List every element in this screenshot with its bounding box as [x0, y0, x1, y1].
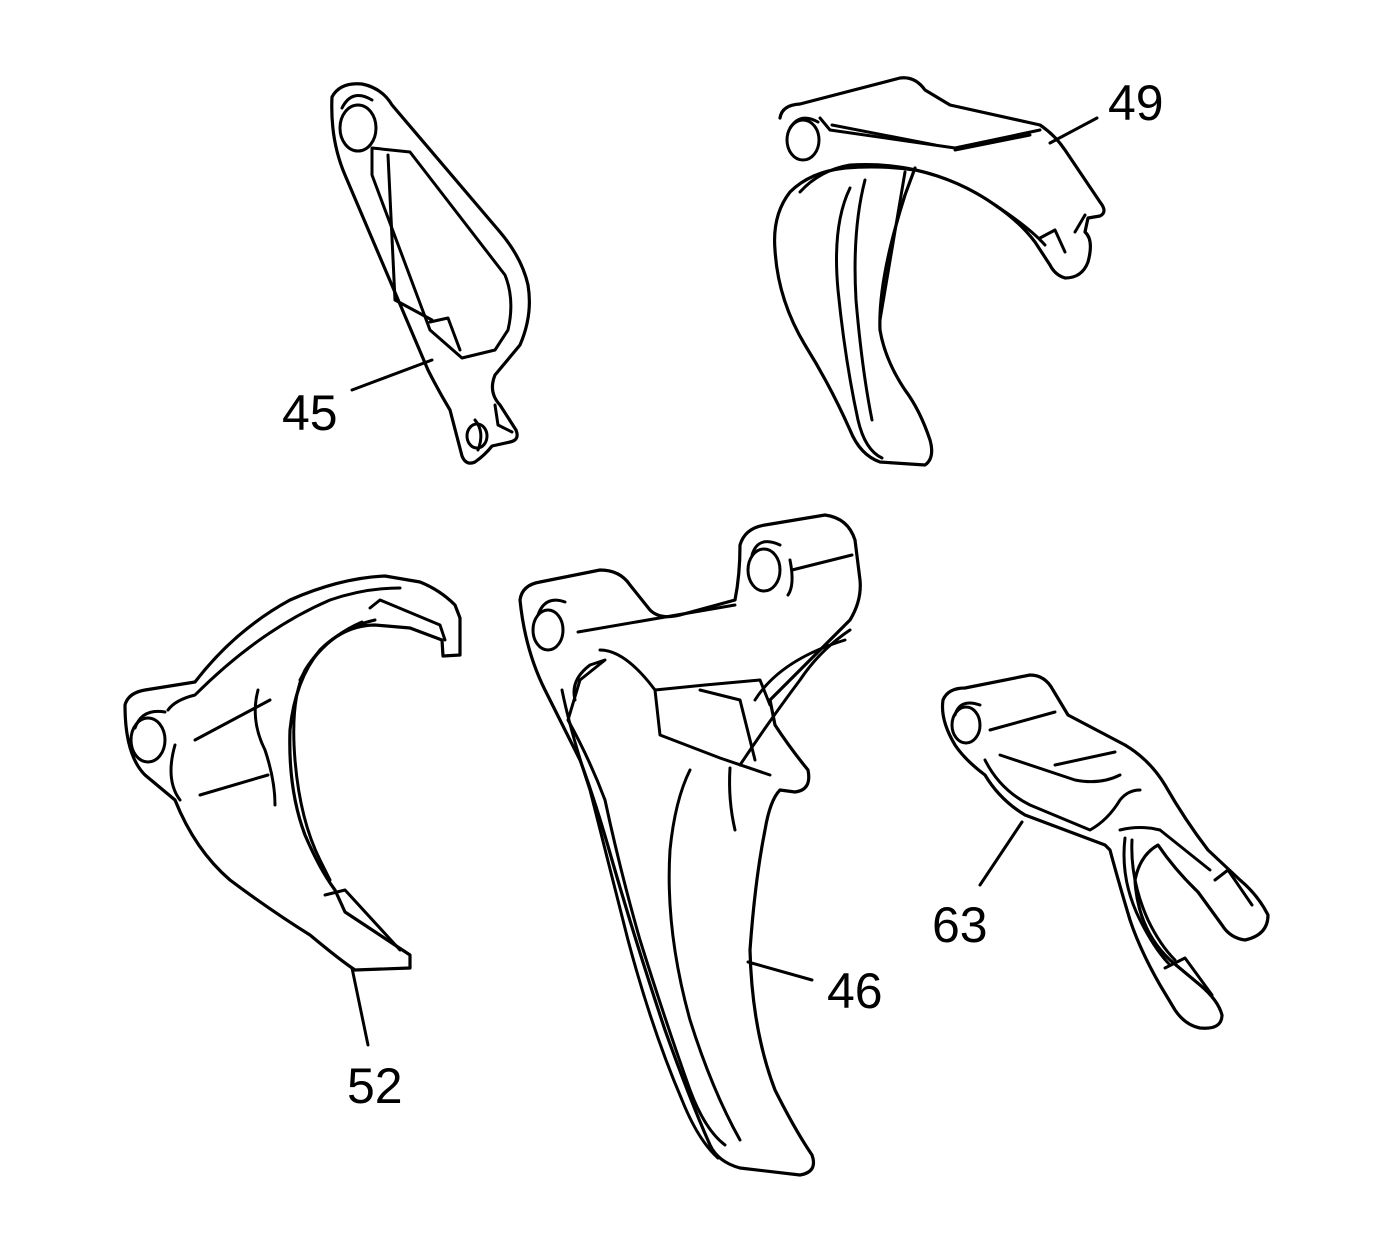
- shift-fork-46: [518, 513, 862, 1177]
- leader-49: [1048, 116, 1099, 145]
- shift-fork-63: [940, 673, 1270, 1030]
- shift-fork-52: [123, 574, 462, 972]
- callout-labels: 45 49 52 46 63: [282, 75, 1164, 1114]
- callout-63: 63: [932, 897, 988, 953]
- callout-46: 46: [827, 963, 883, 1019]
- callout-49: 49: [1108, 75, 1164, 131]
- leader-45: [350, 358, 434, 392]
- leader-46: [746, 960, 814, 982]
- callout-52: 52: [347, 1058, 403, 1114]
- leader-lines: [350, 116, 1099, 1047]
- shift-fork-49: [772, 76, 1106, 467]
- callout-45: 45: [282, 385, 338, 441]
- shift-fork-45: [330, 82, 531, 465]
- leader-63: [978, 820, 1024, 887]
- leader-52: [350, 966, 370, 1047]
